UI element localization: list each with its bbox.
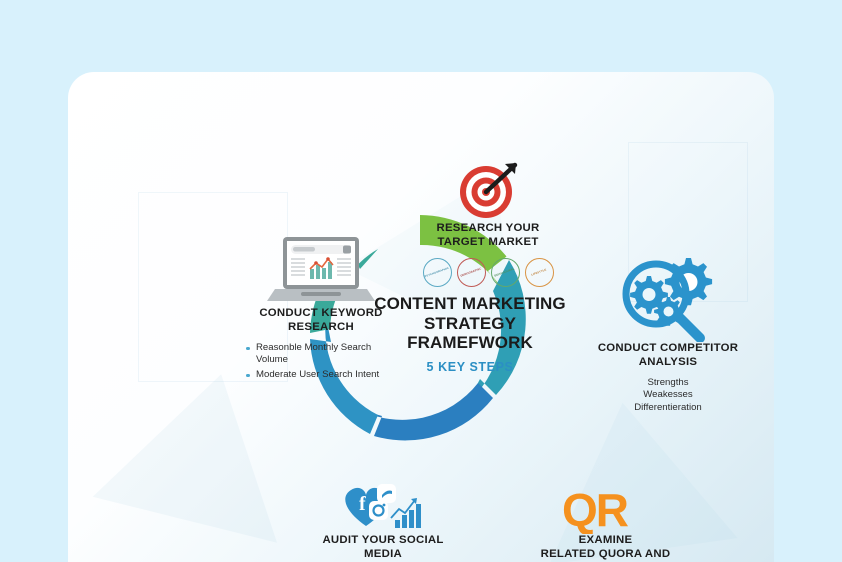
qr-logo-text: QR xyxy=(562,486,629,534)
cycle-diagram-ring xyxy=(290,197,550,457)
ring-segment-3 xyxy=(358,383,493,441)
infographic-card: CONTENT MARKETING STRATEGY FRAMEFWORK 5 … xyxy=(68,72,774,562)
node-conduct-keyword-research: CONDUCT KEYWORD RESEARCH Reasonble Month… xyxy=(246,235,396,383)
sub-line: Weakesses xyxy=(643,389,693,401)
center-title-line-3: FRAMEFWORK xyxy=(407,333,533,353)
segmentation-label: LIFESTYLE xyxy=(531,268,547,277)
node-research-target-market: RESEARCH YOUR TARGET MARKET PSYCHOGRAPHI… xyxy=(398,160,578,287)
list-item: Moderate User Search Intent xyxy=(246,369,396,381)
svg-text:f: f xyxy=(359,493,366,515)
node-title-line-2: ANALYSIS xyxy=(638,355,698,368)
target-dartboard-icon xyxy=(398,160,578,222)
segmentation-pill: PSYCHOGRAPHIC xyxy=(422,257,452,287)
segmentation-label: DEMOGRAPHIC xyxy=(460,267,482,278)
node-title-line-1: CONDUCT COMPETITOR xyxy=(597,342,739,354)
center-subtitle: 5 KEY STEPS xyxy=(426,360,514,375)
node-examine-quora-reddit: QR EXAMINE RELATED QUORA AND REDDIT QUES… xyxy=(528,486,683,562)
sub-line: Differentieration xyxy=(634,402,702,414)
laptop-search-chart-icon xyxy=(246,235,396,307)
center-title-line-1: CONTENT MARKETING xyxy=(374,294,566,313)
node-title-line-1: CONDUCT KEYWORD xyxy=(259,307,383,319)
segmentation-label: BEHAVIOURAL xyxy=(494,267,516,278)
ring-segment-1 xyxy=(420,215,507,292)
node-title-line-2: RESEARCH xyxy=(288,320,354,333)
ring-segment-4 xyxy=(310,317,378,434)
segmentation-pill: BEHAVIOURAL xyxy=(490,257,520,287)
segmentation-label: PSYCHOGRAPHIC xyxy=(424,266,450,279)
ring-segment-2 xyxy=(468,260,526,402)
node-title-line-1: RESEARCH YOUR xyxy=(436,222,540,234)
node-title-line-2: RELATED QUORA AND xyxy=(540,547,671,560)
sub-line: Strengths xyxy=(647,376,689,388)
node-title-line-1: EXAMINE xyxy=(578,534,633,546)
qr-quora-reddit-logo-icon: QR xyxy=(528,486,683,534)
segmentation-pill: DEMOGRAPHIC xyxy=(456,257,486,287)
node-conduct-competitor-analysis: CONDUCT COMPETITOR ANALYSIS Strengths We… xyxy=(588,254,748,415)
center-title-block: CONTENT MARKETING STRATEGY FRAMEFWORK 5 … xyxy=(374,294,566,375)
center-title-line-2: STRATEGY xyxy=(423,313,517,333)
list-item: Reasonble Monthly Search Volume xyxy=(246,342,396,367)
magnifier-gears-icon xyxy=(588,254,748,342)
ring-segment-5 xyxy=(310,249,378,333)
node-title-line-2: TARGET MARKET xyxy=(437,235,539,248)
heart-social-chart-icon: f xyxy=(308,476,458,534)
segmentation-pill-row: PSYCHOGRAPHIC DEMOGRAPHIC BEHAVIOURAL LI… xyxy=(398,257,578,287)
node-audit-social-media: f AUDIT YOUR SOCIAL MEDIA AND EXISTING C… xyxy=(308,476,458,562)
keyword-bullet-list: Reasonble Monthly Search Volume Moderate… xyxy=(246,342,396,383)
segmentation-pill: LIFESTYLE xyxy=(524,257,554,287)
node-title-line-1: AUDIT YOUR SOCIAL MEDIA xyxy=(322,534,444,560)
